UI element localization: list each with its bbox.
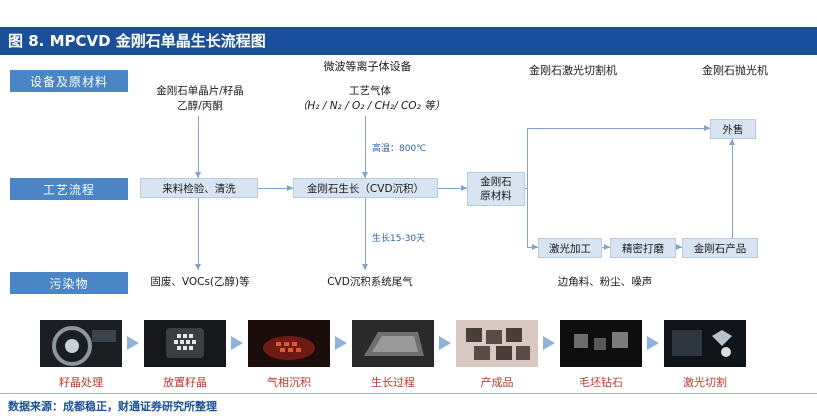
- process-product: 金刚石产品: [682, 238, 758, 258]
- photo-place-seed: [144, 320, 226, 367]
- flow-growth-to-raw: [438, 188, 467, 189]
- photo-finished-product-image: [456, 320, 538, 367]
- flow-to-sale: [527, 128, 710, 129]
- flow-raw-out: [525, 188, 528, 189]
- header-laser: 金刚石激光切割机: [529, 64, 617, 77]
- photo-laser-cutting-image: [664, 320, 746, 367]
- process-polish: 精密打磨: [610, 238, 676, 258]
- photo-arrow-3: [335, 336, 347, 350]
- material-seed-line2: 乙醇/丙酮: [177, 100, 223, 112]
- pollutant-solid-voc: 固废、VOCs(乙醇)等: [150, 276, 250, 288]
- connector-inspect-to-waste: [198, 198, 199, 270]
- connector-gas-to-growth: [365, 116, 366, 178]
- photo-seed-processing-image: [40, 320, 122, 367]
- photo-place-seed-image: [144, 320, 226, 367]
- photo-arrow-1: [127, 336, 139, 350]
- photo-arrow-4: [439, 336, 451, 350]
- condition-temperature: 高温：800℃: [372, 144, 427, 154]
- step-label-place-seed: 放置籽晶: [163, 376, 207, 389]
- pollutant-scrap-dust-noise: 边角料、粉尘、噪声: [557, 276, 653, 288]
- data-source: 数据来源：成都稳正，财通证券研究所整理: [8, 400, 217, 413]
- process-diamond-growth: 金刚石生长（CVD沉积）: [293, 178, 438, 198]
- photo-rough-diamond-image: [560, 320, 642, 367]
- photo-arrow-2: [231, 336, 243, 350]
- pollutant-exhaust: CVD沉积系统尾气: [327, 276, 413, 288]
- photo-rough-diamond: [560, 320, 642, 367]
- photo-arrow-5: [543, 336, 555, 350]
- material-seed-line1: 金刚石单晶片/籽晶: [156, 85, 244, 97]
- header-equipment: 微波等离子体设备: [323, 60, 412, 73]
- photo-arrow-6: [647, 336, 659, 350]
- process-inspect-clean: 来料检验、清洗: [140, 178, 258, 198]
- material-gas-line1: 工艺气体: [349, 85, 391, 97]
- step-label-laser-cutting: 激光切割: [683, 376, 727, 389]
- process-sale: 外售: [710, 119, 756, 139]
- row-label-equipment: 设备及原材料: [10, 70, 128, 92]
- photo-growth-process-image: [352, 320, 434, 367]
- flow-to-laser: [527, 247, 538, 248]
- photo-vapor-deposition: [248, 320, 330, 367]
- flow-laser-to-polish: [602, 247, 610, 248]
- material-gas-line2: （H₂ / N₂ / O₂ / CH₂/ CO₂ 等）: [296, 100, 446, 112]
- raw-material-line2: 原材料: [480, 190, 512, 202]
- title-bar: 图 8. MPCVD 金刚石单晶生长流程图: [0, 27, 817, 55]
- flow-inspect-to-growth: [258, 188, 293, 189]
- row-label-process: 工艺流程: [10, 178, 128, 200]
- flow-product-to-sale: [732, 139, 733, 238]
- step-label-vapor-deposition: 气相沉积: [267, 376, 311, 389]
- step-label-finished-product: 产成品: [480, 376, 514, 389]
- header-polisher: 金刚石抛光机: [702, 64, 768, 77]
- step-label-seed-processing: 籽晶处理: [59, 376, 103, 389]
- photo-vapor-deposition-image: [248, 320, 330, 367]
- step-label-rough-diamond: 毛坯钻石: [579, 376, 623, 389]
- photo-laser-cutting: [664, 320, 746, 367]
- raw-material-line1: 金刚石: [480, 176, 512, 188]
- connector-seed-to-inspect: [198, 116, 199, 178]
- photo-seed-processing: [40, 320, 122, 367]
- source-divider: [0, 393, 817, 394]
- photo-finished-product: [456, 320, 538, 367]
- row-label-pollutants: 污染物: [10, 272, 128, 294]
- connector-growth-to-exhaust: [365, 198, 366, 270]
- process-raw-material: 金刚石 原材料: [467, 172, 525, 206]
- process-laser: 激光加工: [538, 238, 602, 258]
- figure-title: 图 8. MPCVD 金刚石单晶生长流程图: [8, 32, 266, 50]
- step-label-growth-process: 生长过程: [371, 376, 415, 389]
- condition-growth-time: 生长15-30天: [372, 234, 426, 244]
- flow-polish-to-product: [676, 247, 682, 248]
- photo-growth-process: [352, 320, 434, 367]
